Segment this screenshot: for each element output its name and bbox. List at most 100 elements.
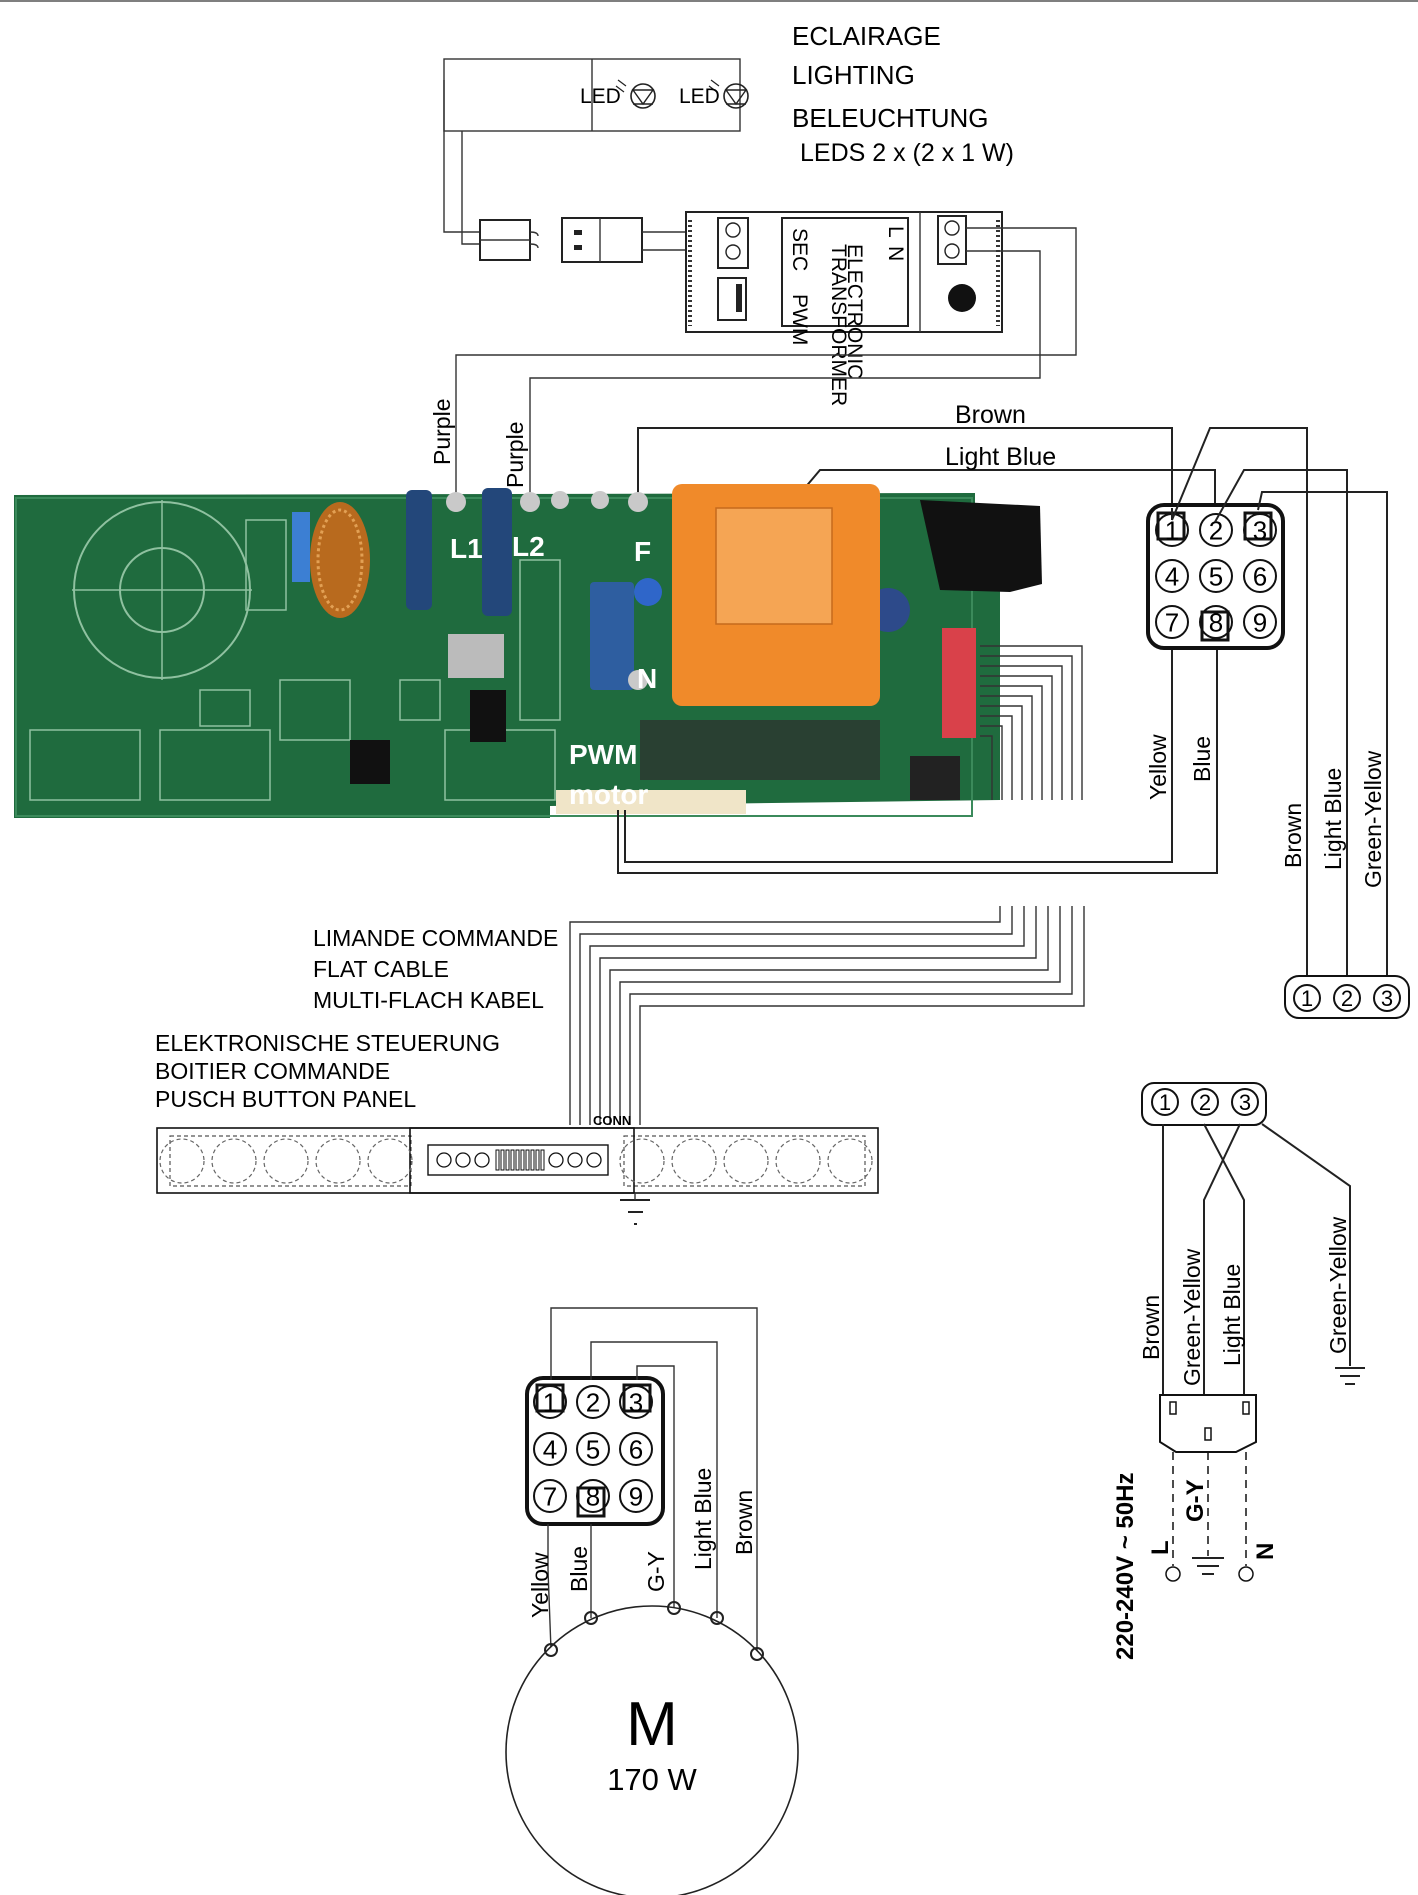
flat-cable-en: FLAT CABLE [313,956,449,982]
term-upper-pin-label: 1 [1301,986,1313,1011]
panel-hole [723,1138,769,1184]
electronic-transformer: ELECTRONIC TRANSFORMER SEC PWM L N [685,211,1003,406]
panel-led-bar [535,1149,540,1171]
lighting-title-fr: ECLAIRAGE [792,21,941,51]
lighting-spec: LEDS 2 x (2 x 1 W) [800,139,1014,167]
transformer-pwm: PWM [788,294,811,345]
lighting-title-en: LIGHTING [792,60,915,90]
term-lower-pin-label: 1 [1159,1090,1171,1115]
conn-motor-pin-label: 1 [543,1387,557,1417]
led-2-label: LED [679,85,720,108]
led-1-label: LED [580,85,621,108]
conn-top-pin-label: 3 [1253,515,1267,545]
control-pcb [14,484,1042,818]
term-lower-pin-3 [1231,1088,1259,1116]
term-lower-pin-2 [1191,1088,1219,1116]
wire-label-purple-1: Purple [429,399,455,465]
panel-led-bar [515,1149,520,1171]
conn-top-pin-label: 5 [1209,561,1223,591]
panel-button-icon [436,1152,452,1168]
wire-label-lightblue-mains: Light Blue [1219,1264,1245,1366]
flat-cable-fr: LIMANDE COMMANDE [313,925,558,951]
panel-button-icon [586,1152,602,1168]
motor [505,1601,799,1895]
panel-led-bar [510,1149,515,1171]
pcb-label-f: F [634,536,651,567]
conn-top-pin-label: 7 [1165,607,1179,637]
transformer-name-1: ELECTRONIC [843,244,866,379]
wire-label-greenyellow-right: Green-Yellow [1360,750,1386,888]
conn-motor-pin-label: 5 [586,1434,600,1464]
wire-label-brown-motor: Brown [731,1490,757,1555]
term-upper-pin-label: 2 [1341,986,1353,1011]
wire-label-blue-motor: Blue [566,1546,592,1592]
wire-label-yellow-motor: Yellow [527,1552,553,1618]
panel-led-bar [500,1149,505,1171]
conn-motor-pin-5 [576,1432,610,1466]
motor-symbol: M [626,1690,678,1759]
flat-cable-de: MULTI-FLACH KABEL [313,987,544,1013]
wire-label-yellow-top: Yellow [1145,734,1171,800]
transformer-name-2: TRANSFORMER [827,244,850,406]
lighting-circuit: LED LED [443,58,749,263]
led-1-icon [615,79,656,109]
control-panel-en: PUSCH BUTTON PANEL [155,1086,416,1112]
conn-top-pin-8 [1199,605,1233,639]
conn-top-pin-7 [1155,605,1189,639]
wire-label-greenyellow-mains: Green-Yellow [1179,1248,1205,1386]
mains-plug [1159,1394,1257,1582]
panel-led-bar [530,1149,535,1171]
conn-top-pin-5 [1199,559,1233,593]
panel-led-bar [520,1149,525,1171]
panel-button-icon [567,1152,583,1168]
term-upper-pin-3 [1373,984,1401,1012]
wire-label-brown-mains: Brown [1138,1295,1164,1360]
wire-label-brown-top: Brown [955,401,1026,429]
pcb-label-n: N [637,663,657,694]
conn-motor-pin-label: 6 [629,1434,643,1464]
conn-top-pin-label: 4 [1165,561,1179,591]
control-panel-fr: BOITIER COMMANDE [155,1058,390,1084]
conn-top-pin-4 [1155,559,1189,593]
wire-label-purple-2: Purple [502,422,528,488]
conn-motor-pin-label: 4 [543,1434,557,1464]
term-lower-pin-1 [1151,1088,1179,1116]
term-upper-pin-1 [1293,984,1321,1012]
conn-motor-pin-8 [576,1479,610,1513]
pcb-label-l1: L1 [450,533,483,564]
panel-hole [827,1138,873,1184]
transformer-l: L [884,226,907,238]
mains-label-l: L [1147,1540,1174,1555]
pcb-label-motor: motor [569,779,648,810]
conn-motor-pin-1 [533,1385,567,1419]
conn-top-pin-label: 8 [1209,607,1223,637]
conn-top-pin-label: 6 [1253,561,1267,591]
transformer-n: N [884,246,907,261]
conn-top-pin-label: 9 [1253,607,1267,637]
panel-hole [619,1138,665,1184]
conn-motor-pin-label: 7 [543,1481,557,1511]
term-upper-pin-label: 3 [1381,986,1393,1011]
conn-motor-pin-6 [619,1432,653,1466]
panel-hole [211,1138,257,1184]
wire-label-greenyellow-earth: Green-Yellow [1325,1216,1351,1354]
pcb-label-pwm: PWM [569,739,637,770]
panel-led-bar [540,1149,545,1171]
term-upper-pin-2 [1333,984,1361,1012]
panel-led-bar [525,1149,530,1171]
mains-voltage: 220-240V ~ 50Hz [1112,1473,1139,1660]
conn-top-pin-label: 2 [1209,515,1223,545]
panel-led-bar [495,1149,500,1171]
wire-label-blue-top: Blue [1189,736,1215,782]
conn-top-pin-3 [1243,513,1277,547]
conn-top-pin-label: 1 [1165,515,1179,545]
conn-motor-pin-label: 9 [629,1481,643,1511]
conn-motor-pin-label: 3 [629,1387,643,1417]
conn-motor-pin-2 [576,1385,610,1419]
conn-motor-pin-9 [619,1479,653,1513]
panel-hole [367,1138,413,1184]
conn-top-pin-2 [1199,513,1233,547]
panel-button-icon [548,1152,564,1168]
